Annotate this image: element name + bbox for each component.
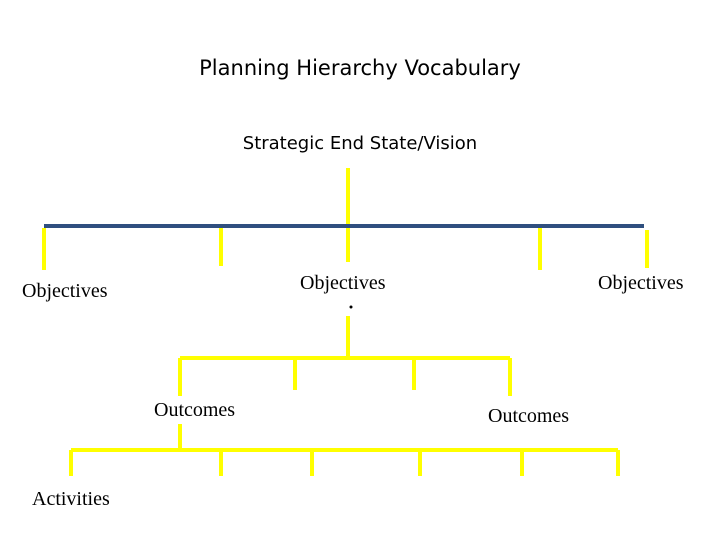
outcome-label-left: Outcomes xyxy=(154,399,236,421)
mid-dot xyxy=(349,305,353,309)
activity-label: Activities xyxy=(32,488,110,510)
objective-label-left: Objectives xyxy=(22,280,108,302)
outcome-label-right: Outcomes xyxy=(488,405,570,427)
objective-label-right: Objectives xyxy=(598,272,684,294)
objective-label-middle: Objectives xyxy=(300,272,386,294)
diagram-title: Planning Hierarchy Vocabulary xyxy=(199,56,521,80)
root-node-label: Strategic End State/Vision xyxy=(242,133,478,154)
